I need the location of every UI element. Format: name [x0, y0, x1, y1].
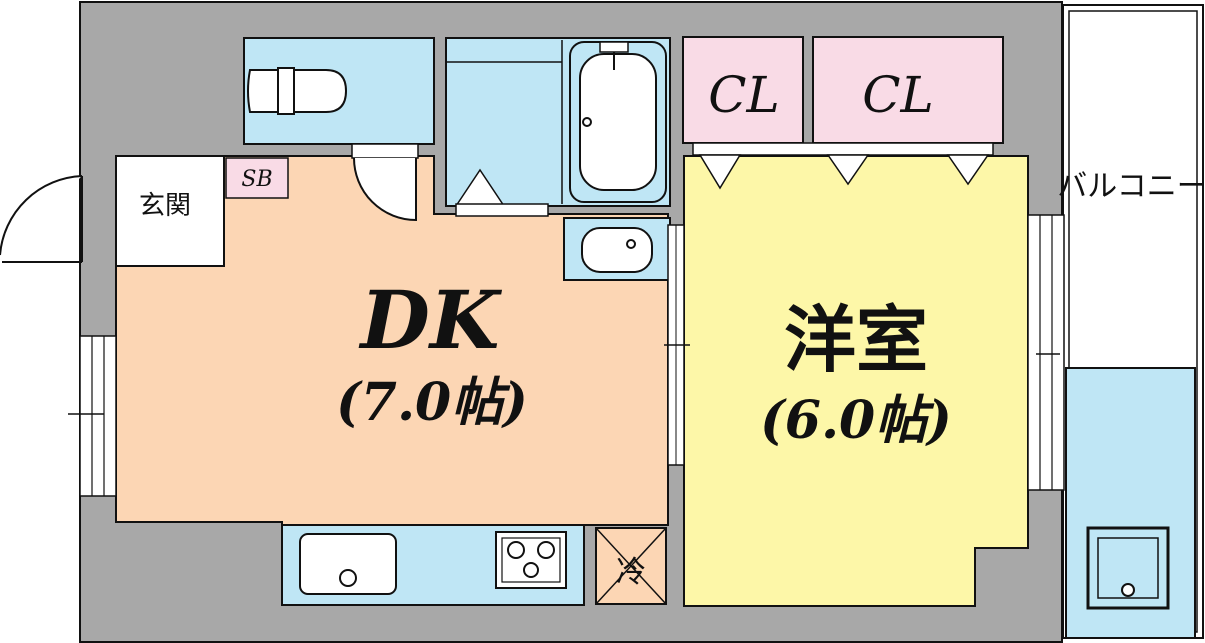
- refrigerator-space: 冷: [595, 527, 667, 605]
- western-room-floor: [683, 155, 1029, 607]
- closet-1-label: CL: [708, 66, 779, 124]
- entrance-label: 玄関: [139, 191, 191, 221]
- dk-floor: [115, 155, 669, 526]
- entrance: 玄関: [115, 155, 225, 267]
- shoe-box: SB: [225, 157, 289, 199]
- entrance-door-icon: [0, 175, 83, 263]
- bathtub-icon: [569, 41, 667, 203]
- closet-1: CL: [682, 36, 804, 144]
- toilet-icon: [247, 67, 348, 115]
- washer-pan-icon: [1086, 526, 1170, 610]
- sliding-door-icon: [664, 224, 690, 466]
- basin-icon: [581, 227, 653, 273]
- washer-area: [1065, 367, 1196, 639]
- dk-room-size: (7.0帖): [336, 372, 528, 433]
- toilet-door-icon: [351, 143, 419, 222]
- drain-icon: [1121, 583, 1135, 597]
- dk-room-name: DK: [359, 273, 503, 367]
- stove-icon: [495, 531, 567, 589]
- shoe-box-label: SB: [241, 167, 272, 192]
- closet-doors-icon: [692, 142, 994, 190]
- refrigerator-label: 冷: [616, 555, 646, 590]
- closet-2: CL: [812, 36, 1004, 144]
- toilet-room: [243, 37, 435, 145]
- closet-2-label: CL: [862, 66, 933, 124]
- balcony-window-icon: [1027, 214, 1065, 491]
- western-room-name: 洋室: [784, 297, 928, 382]
- bathroom: [445, 37, 671, 217]
- dk-window-icon: [68, 335, 117, 497]
- western-room-size: (6.0帖): [760, 390, 952, 451]
- wash-basin: [563, 217, 671, 281]
- kitchen-counter: [281, 524, 585, 606]
- sink-icon: [299, 533, 397, 595]
- balcony-label: バルコニー: [1057, 169, 1205, 204]
